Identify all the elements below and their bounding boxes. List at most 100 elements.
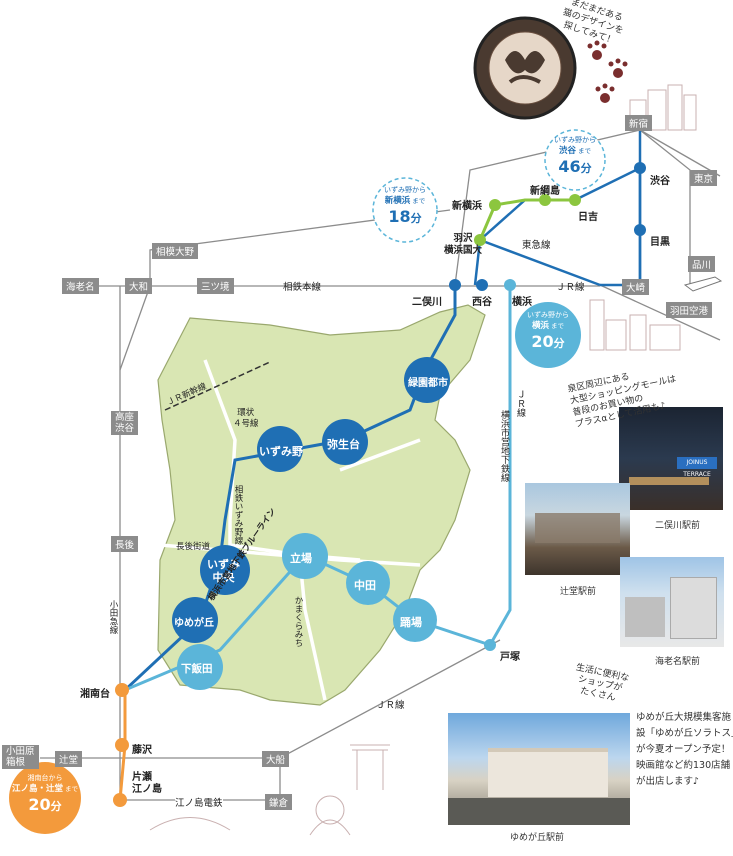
city-sketch-yokohama [589, 299, 681, 351]
label-odoriba[interactable]: 踊場 [400, 616, 422, 629]
main-station-izumino[interactable] [257, 426, 303, 472]
label-chogo-kaido: 長後街道 [176, 542, 211, 552]
box-koza-shibuya: 高座 渋谷 [111, 411, 139, 435]
inner-road [339, 438, 421, 472]
tsujido-photo [525, 483, 630, 575]
station-dots [113, 162, 646, 807]
station-dot-totsuka[interactable] [484, 639, 496, 651]
bubble-enoshima-fill [9, 762, 81, 834]
label-totsuka[interactable]: 戸塚 [500, 652, 520, 663]
tsujido-caption: 辻堂駅前 [560, 587, 597, 597]
sagami-ono-road [149, 209, 451, 286]
label-fujisawa[interactable]: 藤沢 [132, 745, 152, 756]
label-shin-tsunashima[interactable]: 新綱島 [530, 186, 560, 197]
kamakura-sketch [149, 744, 390, 836]
yumegaoka-photo [448, 713, 630, 825]
label-izumi-chuo[interactable]: いずみ 中央 [207, 558, 240, 584]
station-dot-meguro[interactable] [634, 224, 646, 236]
main-station-izumi-chuo[interactable] [200, 545, 250, 595]
label-jr-bottom: ＪＲ線 [376, 700, 405, 711]
station-dot-yokohama[interactable] [504, 279, 516, 291]
label-subway-vertical: 横浜市営地下鉄線 [499, 410, 509, 482]
haneda-road [599, 284, 721, 341]
box-sagami-ono: 相模大野 [152, 243, 199, 259]
label-futamatagawa[interactable]: 二俣川 [412, 297, 442, 308]
manhole-illustration [473, 16, 577, 120]
shinkansen-line [164, 361, 271, 411]
main-station-tateba[interactable] [282, 533, 328, 579]
box-kamakura: 鎌倉 [265, 794, 293, 810]
tokyo-road [639, 129, 721, 177]
bubble-shibuya-outline [544, 129, 606, 191]
main-station-nakata[interactable] [346, 561, 390, 605]
station-dot-nishiya[interactable] [476, 279, 488, 291]
label-meguro[interactable]: 目黒 [650, 237, 670, 248]
bubble-minutes: 20分 [531, 332, 565, 351]
station-dot-katase[interactable] [113, 793, 127, 807]
label-shibuya[interactable]: 渋谷 [650, 176, 670, 187]
label-hazawa[interactable]: 羽沢 横浜国大 [444, 233, 483, 256]
sotetsu-jr-direct-line [479, 238, 601, 287]
label-odakyu: 小田急線 [107, 600, 119, 634]
bubble-from: いずみ野から [384, 186, 426, 194]
label-shonandai[interactable]: 湘南台 [80, 689, 110, 700]
box-odawara-hakone: 小田原 箱根 [2, 745, 39, 769]
label-shin-yokohama[interactable]: 新横浜 [452, 201, 482, 212]
main-station-yayoidai[interactable] [322, 419, 368, 465]
bubble-from: いずみ野から [554, 136, 596, 144]
bubble-yokohama-fill [515, 302, 581, 368]
main-station-ryokuen[interactable] [404, 357, 450, 403]
label-shimoiida[interactable]: 下飯田 [181, 663, 213, 675]
bubble-destination: 横浜 まで [531, 321, 565, 331]
station-dot-hazawa[interactable] [474, 234, 486, 246]
station-dot-shin-yokohama[interactable] [489, 199, 501, 211]
label-yokohama[interactable]: 横浜 [512, 297, 532, 308]
label-hiyoshi[interactable]: 日吉 [578, 212, 598, 223]
tokyu-shin-yokohama-line [478, 198, 575, 241]
label-katase[interactable]: 片瀬 江ノ島 [132, 772, 162, 795]
label-enoden: 江ノ島電鉄 [175, 795, 223, 809]
label-izumino[interactable]: いずみ野 [259, 445, 303, 458]
joinus-sign: JOINUS TERRACE [677, 457, 717, 478]
label-tateba[interactable]: 立場 [290, 552, 312, 565]
bubble-destination: 新横浜 まで [384, 196, 426, 206]
ebina-photo [620, 557, 724, 647]
label-kamakura-michi: かまくらみち [293, 596, 303, 647]
yumegaoka-caption: ゆめが丘駅前 [510, 833, 565, 843]
label-ryokuen[interactable]: 緑園都市 [408, 378, 448, 389]
box-shinjuku: 新宿 [625, 115, 653, 131]
box-haneda: 羽田空港 [666, 302, 713, 318]
paw-prints [587, 40, 628, 103]
main-station-shimoiida[interactable] [177, 644, 223, 690]
box-ebina: 海老名 [62, 278, 99, 294]
station-dot-shin-tsunashima[interactable] [539, 194, 551, 206]
label-sotetsu-izumino: 相鉄いずみ野線 [233, 485, 243, 545]
box-osaki: 大崎 [622, 279, 650, 295]
station-dot-shibuya[interactable] [634, 162, 646, 174]
station-dot-futamatagawa[interactable] [449, 279, 461, 291]
station-dot-fujisawa[interactable] [115, 738, 129, 752]
label-nakata[interactable]: 中田 [354, 579, 376, 592]
label-tokyu: 東急線 [522, 240, 551, 251]
station-dot-hiyoshi[interactable] [569, 194, 581, 206]
connector-road [119, 285, 151, 371]
label-jr-vertical: ＪＲ線 [515, 390, 525, 417]
main-station-yumegaoka[interactable] [172, 597, 218, 643]
box-ofuna: 大船 [262, 751, 290, 767]
bubble-destination: 江ノ島・辻堂 まで [11, 784, 79, 794]
label-yumegaoka[interactable]: ゆめが丘 [174, 618, 214, 629]
station-dot-shonandai[interactable] [115, 683, 129, 697]
main-station-odoriba[interactable] [393, 598, 437, 642]
label-sotetsu-main: 相鉄本線 [283, 282, 322, 293]
box-tokyo: 東京 [690, 170, 718, 186]
bubble-minutes: 18分 [388, 207, 422, 226]
label-yayoidai[interactable]: 弥生台 [327, 438, 360, 451]
label-nishiya[interactable]: 西谷 [472, 297, 492, 308]
bubble-from: いずみ野から [527, 311, 569, 319]
bubble-minutes: 20分 [28, 795, 62, 814]
